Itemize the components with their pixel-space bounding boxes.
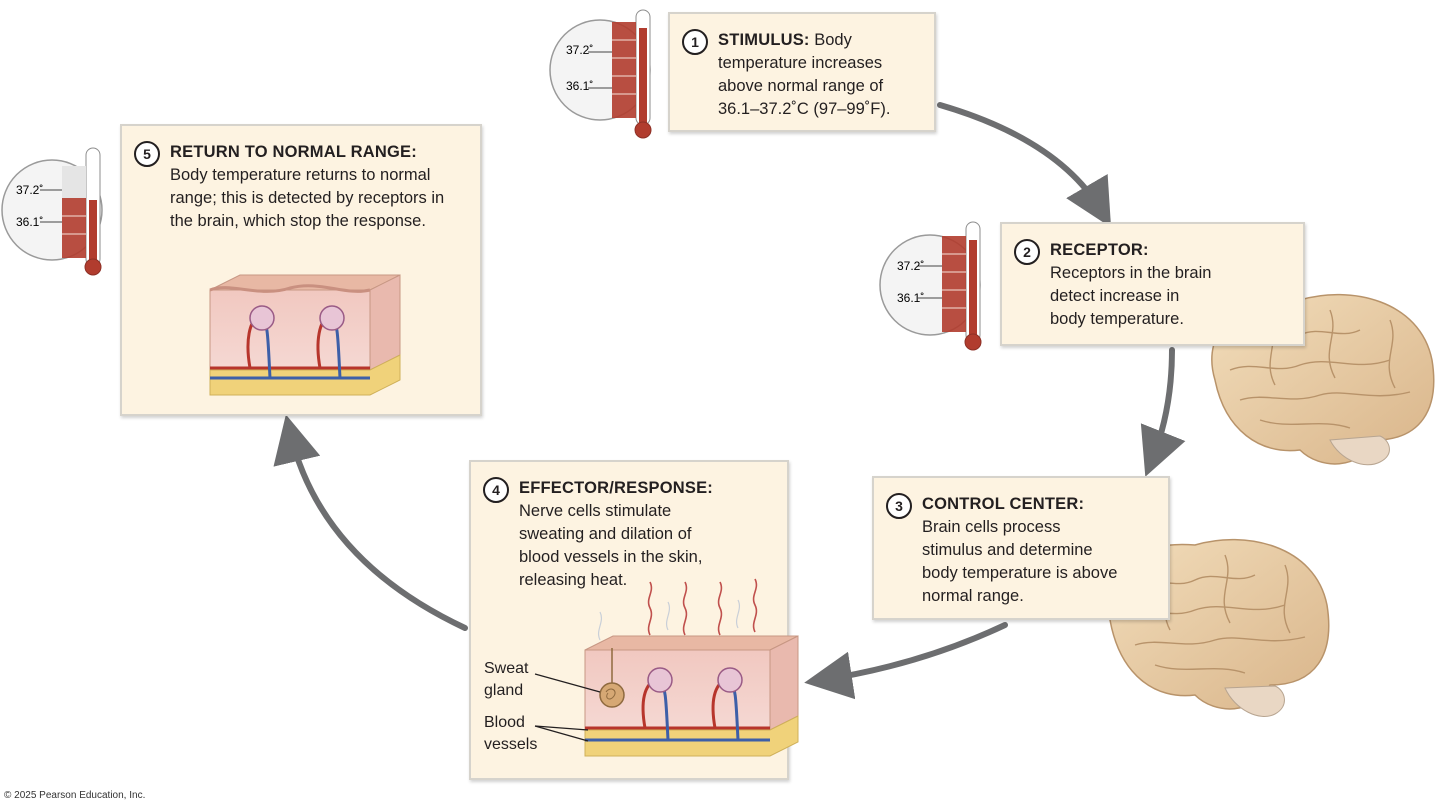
cycle-arrows bbox=[273, 102, 1186, 700]
step-description: Receptors in the brain detect increase i… bbox=[1050, 264, 1212, 328]
thermometer-stimulus: 37.2˚ 36.1˚ bbox=[549, 9, 652, 139]
sweat-gland-label-text: Sweat gland bbox=[484, 660, 529, 699]
blood-vessels-label: Blood vessels bbox=[484, 712, 544, 756]
sweat-gland-label: Sweat gland bbox=[484, 658, 544, 702]
step-title: RETURN TO NORMAL RANGE: bbox=[170, 143, 417, 161]
step-title: CONTROL CENTER: bbox=[922, 495, 1085, 513]
step-description: Brain cells process stimulus and determi… bbox=[922, 518, 1118, 605]
step-number-badge: 2 bbox=[1014, 239, 1040, 265]
step-title: RECEPTOR: bbox=[1050, 241, 1149, 259]
step-stimulus-box: 1 STIMULUS: Body temperature increases a… bbox=[668, 12, 936, 132]
arrow-2-to-3 bbox=[1140, 347, 1186, 477]
step-number-badge: 4 bbox=[483, 477, 509, 503]
thermometer-lower-label: 36.1˚ bbox=[897, 291, 924, 305]
copyright-notice: © 2025 Pearson Education, Inc. bbox=[4, 790, 146, 801]
arrow-4-to-5 bbox=[273, 414, 468, 631]
step-control-center-box: 3 CONTROL CENTER: Brain cells process st… bbox=[872, 476, 1170, 620]
step-receptor-box: 2 RECEPTOR: Receptors in the brain detec… bbox=[1000, 222, 1305, 346]
step-number-badge: 1 bbox=[682, 29, 708, 55]
arrow-3-to-4 bbox=[804, 622, 1008, 700]
step-description: Body temperature increases above normal … bbox=[718, 31, 891, 118]
blood-vessels-label-text: Blood vessels bbox=[484, 714, 538, 753]
thermometer-lower-label: 36.1˚ bbox=[566, 79, 593, 93]
step-title: EFFECTOR/RESPONSE: bbox=[519, 479, 713, 497]
thermometer-return: 37.2˚ 36.1˚ bbox=[1, 147, 103, 276]
step-description: Nerve cells stimulate sweating and dilat… bbox=[519, 502, 703, 589]
step-number-badge: 3 bbox=[886, 493, 912, 519]
step-number-badge: 5 bbox=[134, 141, 160, 167]
arrow-1-to-2 bbox=[937, 102, 1112, 228]
step-description: Body temperature returns to normal range… bbox=[170, 166, 445, 230]
thermometer-lower-label: 36.1˚ bbox=[16, 215, 43, 229]
thermometer-upper-label: 37.2˚ bbox=[566, 43, 593, 57]
step-return-to-normal-box: 5 RETURN TO NORMAL RANGE: Body temperatu… bbox=[120, 124, 482, 416]
thermometer-upper-label: 37.2˚ bbox=[16, 183, 43, 197]
step-title: STIMULUS: bbox=[718, 31, 810, 49]
thermometer-upper-label: 37.2˚ bbox=[897, 259, 924, 273]
thermometer-receptor: 37.2˚ 36.1˚ bbox=[879, 221, 982, 351]
